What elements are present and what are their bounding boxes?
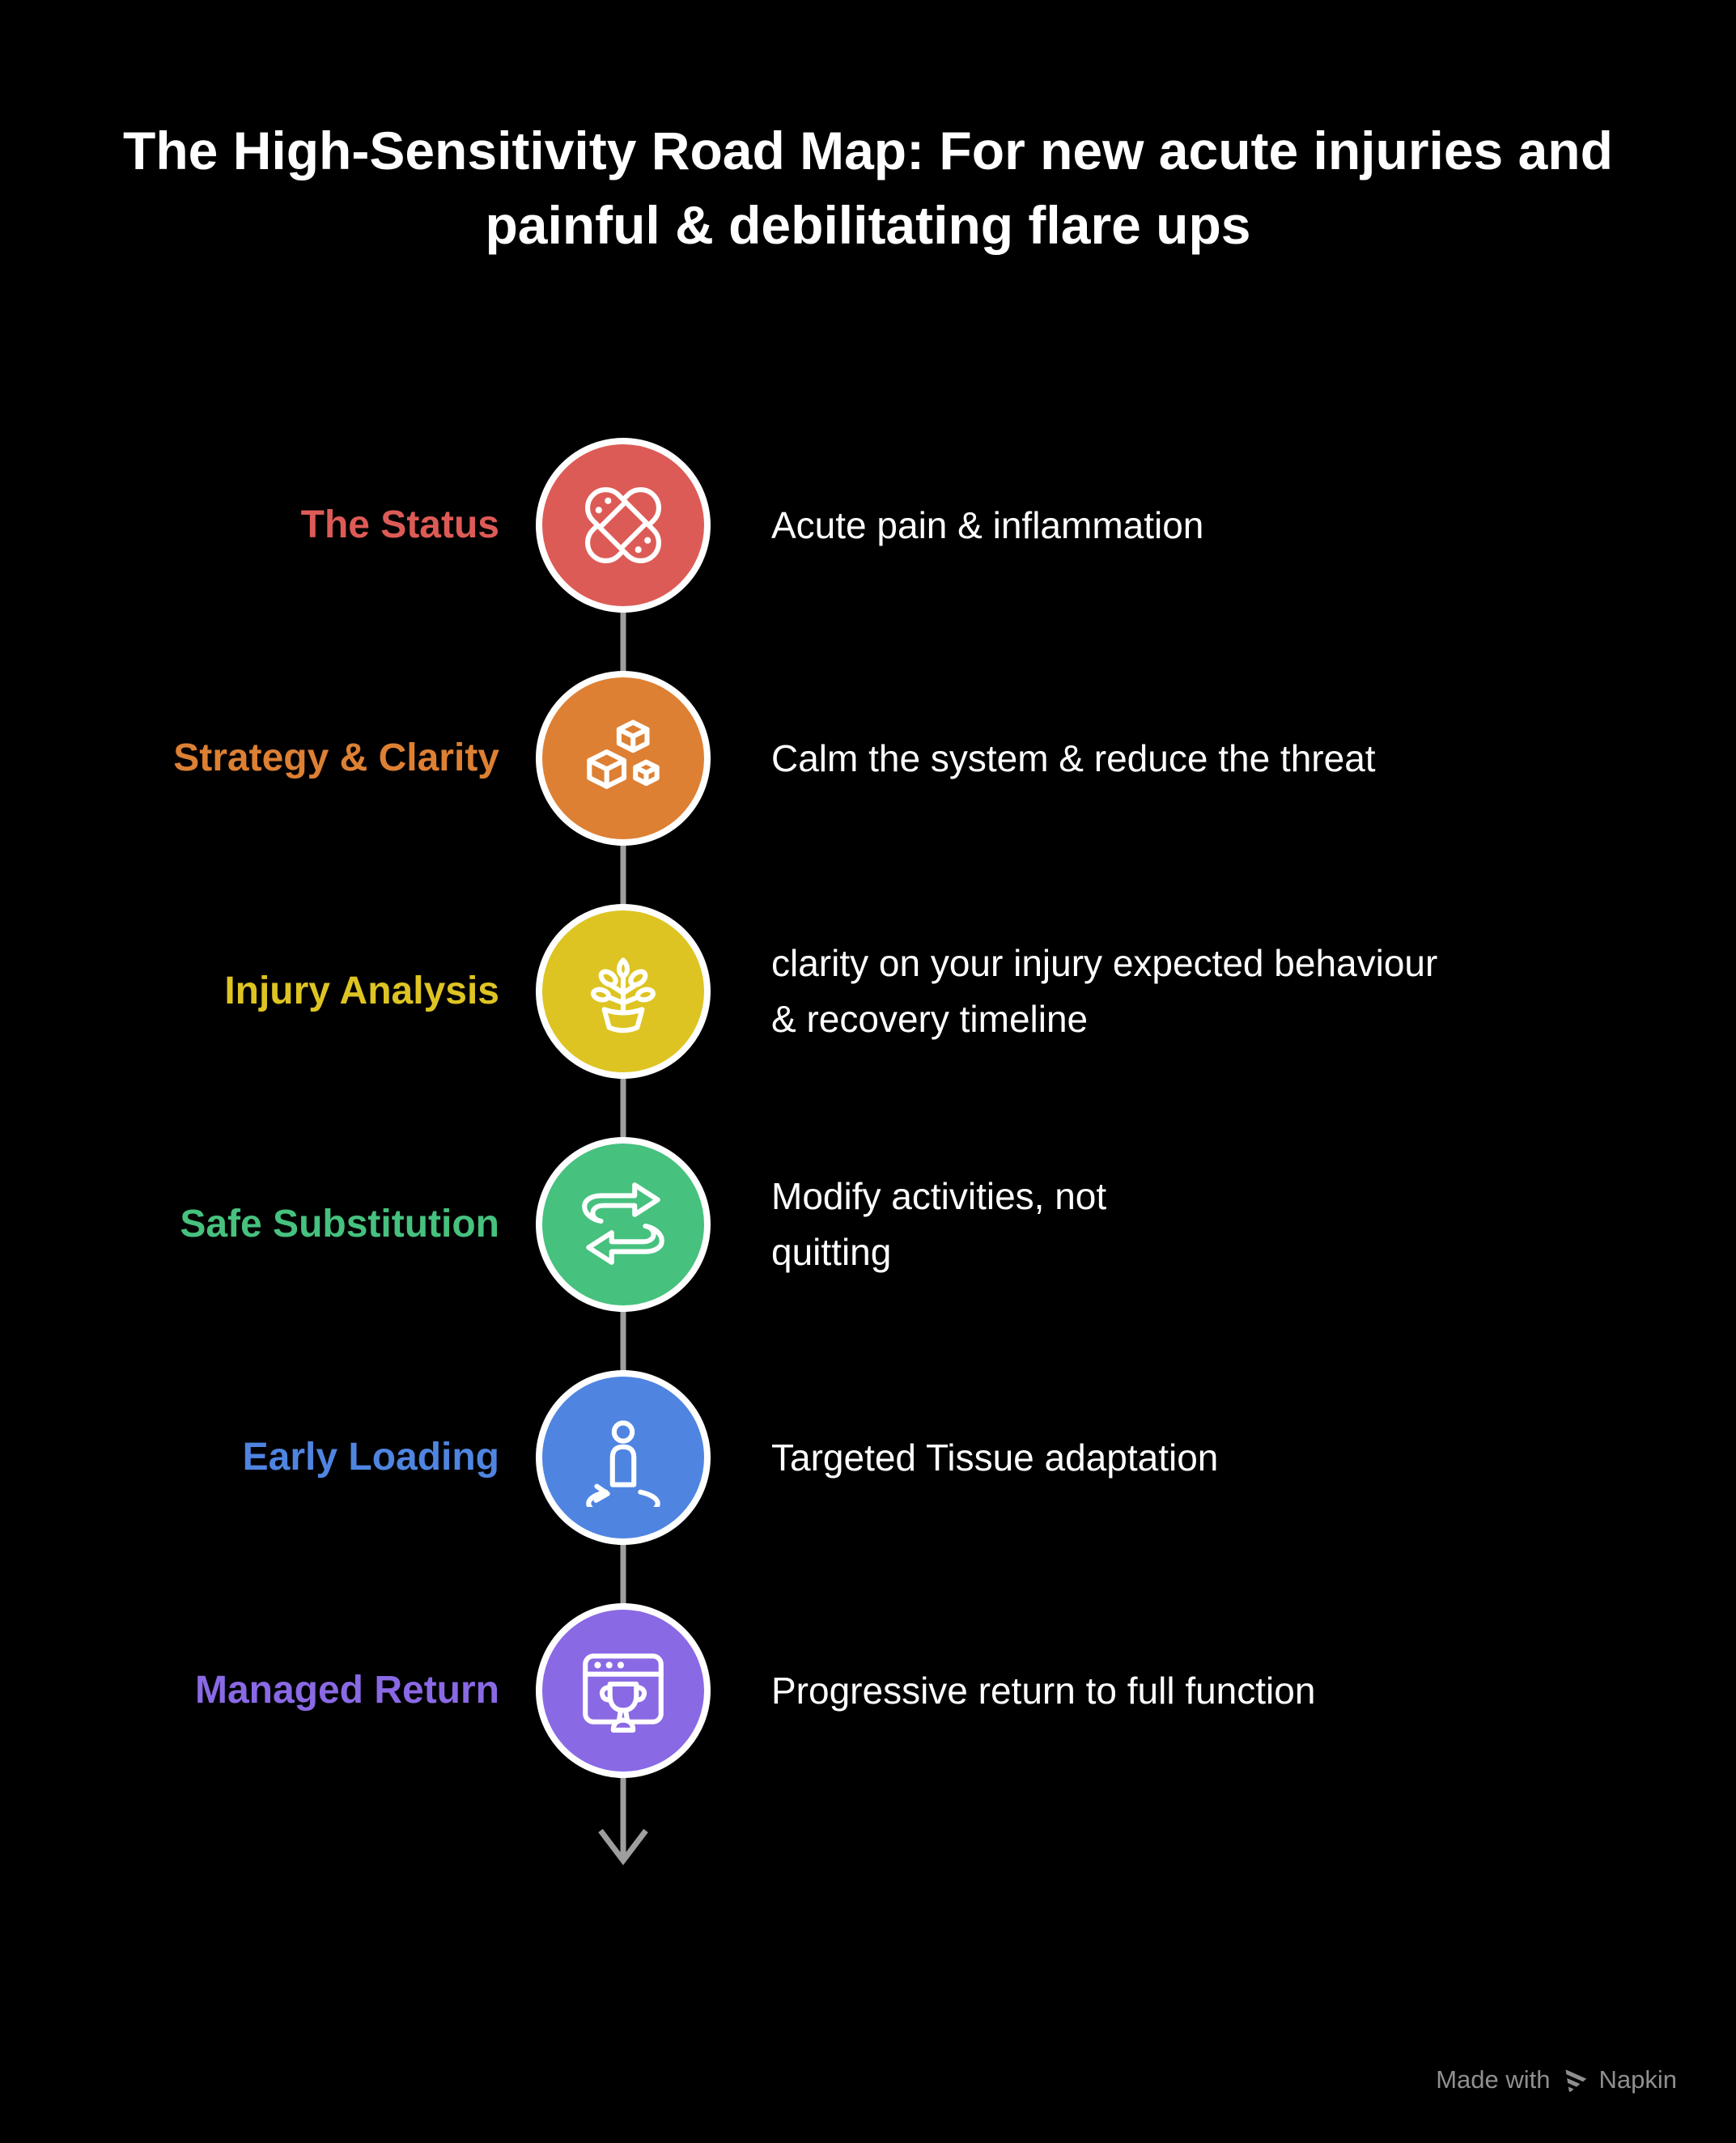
step-description: Modify activities, not quitting: [771, 1175, 1107, 1273]
step-label: Injury Analysis: [224, 970, 499, 1013]
step-circle: [536, 671, 711, 846]
step-circle: [536, 1370, 711, 1545]
step-circle: [536, 1603, 711, 1778]
made-with-text: Made with: [1436, 2065, 1551, 2094]
made-with-napkin-credit: Made with Napkin: [1436, 2065, 1677, 2094]
step-label: Managed Return: [194, 1669, 499, 1712]
step-description: clarity on your injury expected behaviou…: [771, 942, 1438, 1040]
step-circle: [536, 1137, 711, 1312]
napkin-brand-text: Napkin: [1598, 2065, 1678, 2094]
step-row-strategy-clarity: Strategy & Clarity Calm the system & red…: [0, 642, 1736, 875]
step-label: Strategy & Clarity: [173, 736, 499, 780]
step-label: Early Loading: [242, 1436, 499, 1479]
step-row-the-status: The Status: [0, 409, 1736, 642]
page-title-text: The High-Sensitivity Road Map: For new a…: [123, 121, 1613, 256]
swap-arrows-icon: [582, 1182, 664, 1265]
step-label: The Status: [300, 503, 499, 547]
step-description: Acute pain & inflammation: [771, 503, 1204, 546]
step-row-safe-substitution: Safe Substitution Modify activities, not…: [0, 1108, 1736, 1341]
step-description: Calm the system & reduce the threat: [771, 736, 1376, 779]
step-label: Safe Substitution: [180, 1203, 499, 1246]
roadmap-timeline: The Status: [0, 409, 1736, 1807]
bandage-icon: [585, 487, 661, 563]
trophy-window-icon: [583, 1653, 664, 1733]
person-rotation-icon: [586, 1420, 660, 1507]
step-circle: [536, 438, 711, 613]
step-row-injury-analysis: Injury Analysis clarity on your injury e…: [0, 875, 1736, 1108]
plant-icon: [591, 957, 656, 1033]
step-row-early-loading: Early Loading Targeted Tissue adaptation: [0, 1341, 1736, 1574]
step-row-managed-return: Managed Return Progressive return to ful…: [0, 1574, 1736, 1807]
step-circle: [536, 904, 711, 1079]
napkin-logo-icon: [1564, 2067, 1587, 2093]
page-title: The High-Sensitivity Road Map: For new a…: [0, 113, 1736, 263]
cubes-icon: [587, 719, 660, 789]
step-description: Progressive return to full function: [771, 1669, 1316, 1712]
step-description: Targeted Tissue adaptation: [771, 1436, 1219, 1479]
